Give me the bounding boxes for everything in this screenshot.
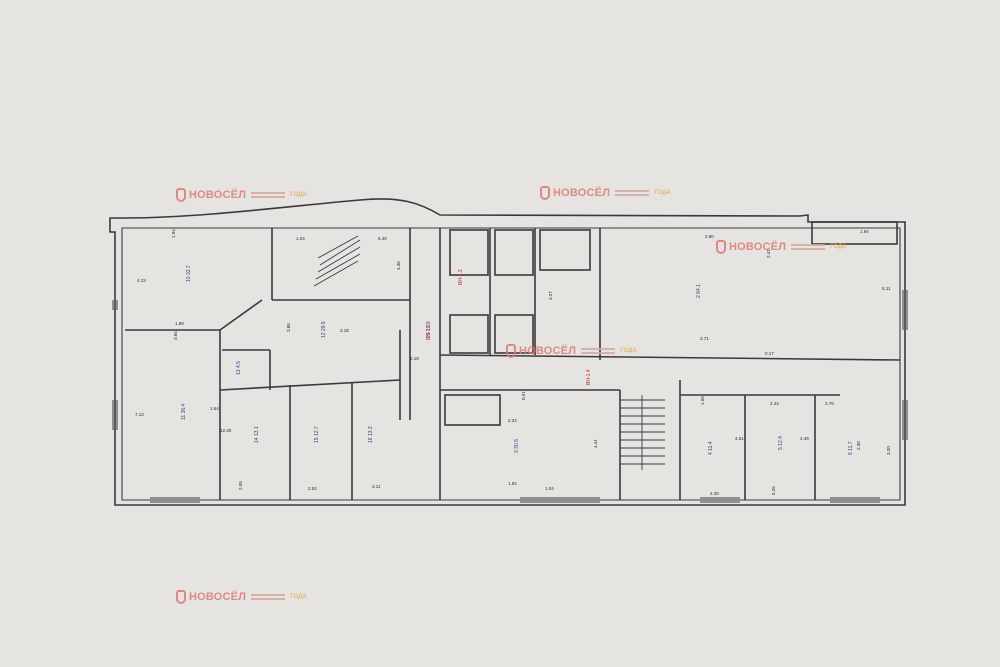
room-area-label: 3 30.5 [514,439,520,453]
dimension-label: 4.49 [800,436,809,441]
room-area-label: 11 36.4 [181,403,187,420]
room-area-label: 25 15.9 [426,321,432,338]
house-logo-icon [176,188,186,202]
dimension-label: 4.36 [396,261,401,270]
dimension-label: 4.41 [593,439,598,448]
watermark-tagline [791,243,826,251]
dimension-label: 2.40 [710,491,719,496]
watermark-badge: ГОДА [290,594,307,600]
watermark-tagline [251,593,286,601]
room-area-label: 14 13.1 [254,426,260,443]
watermark-tagline [251,191,286,199]
dimension-label: 4.23 [137,278,146,283]
dimension-label: 3.11 [372,484,381,489]
dimension-label: 1.94 [860,229,869,234]
watermark-5: НОВОСЁЛ ГОДА [176,590,307,604]
house-logo-icon [506,344,516,358]
dimension-label: 2.38 [856,441,861,450]
watermark-badge: ГОДА [620,348,637,354]
dimension-label: 2.34 [508,418,517,423]
dimension-label: 3.27 [548,291,553,300]
watermark-badge: ГОДА [654,190,671,196]
dimension-label: 3.18 [340,328,349,333]
dimension-label: 1.94 [508,481,517,486]
watermark-brand: НОВОСЁЛ [519,345,577,357]
dimension-label: 3.71 [700,336,709,341]
room-area-label: 4 11.4 [708,441,714,455]
room-area-label: 12 29.9 [321,321,327,338]
dimension-label: 2.09 [238,481,243,490]
dimension-label: 2.41 [766,249,771,258]
dimension-label: 2.76 [825,401,834,406]
room-area-label: 5 12.4 [778,436,784,450]
dimension-label: 12.40 [220,428,232,433]
watermark-1: НОВОСЁЛ ГОДА [176,188,307,202]
watermark-3: НОВОСЁЛ ГОДА [716,240,847,254]
dimension-label: 1.89 [175,321,184,326]
watermark-badge: ГОДА [830,244,847,250]
dimension-label: 3.20 [886,446,891,455]
room-area-label: 6 11.7 [848,441,854,455]
dimension-marks: 1.94 4.23 1.89 3.84 7.13 1.64 2.09 2.53 3.11 3.86… [135,229,891,496]
watermark-brand: НОВОСЁЛ [553,187,611,199]
dimension-label: 5.11 [882,286,891,291]
dimension-label: 4.51 [735,436,744,441]
dimension-label: 1.04 [296,236,305,241]
dimension-label: 1.64 [210,406,219,411]
room-area-label: 15 12.7 [314,426,320,443]
stair-label: ВН-1.3 [458,269,464,285]
house-logo-icon [540,186,550,200]
dimension-label: 0.17 [765,351,774,356]
dimension-label: 2.44 [770,401,779,406]
dimension-label: 5.18 [410,356,419,361]
dimension-label: 5.26 [771,486,776,495]
windows [112,290,908,503]
room-area-label: 13 4.5 [236,361,242,375]
dimension-label: 3.86 [286,323,291,332]
house-logo-icon [176,590,186,604]
watermark-brand: НОВОСЁЛ [189,189,247,201]
room-area-label: 10 33.7 [186,265,192,282]
dimension-label: 2.53 [308,486,317,491]
house-logo-icon [716,240,726,254]
watermark-brand: НОВОСЁЛ [189,591,247,603]
watermark-tagline [581,347,616,355]
watermark-4: НОВОСЁЛ ГОДА [506,344,637,358]
dimension-label: 7.13 [135,412,144,417]
watermark-tagline [615,189,650,197]
dimension-label: 0.91 [521,391,526,400]
watermark-badge: ГОДА [290,192,307,198]
dimension-label: 1.94 [171,229,176,238]
watermark-brand: НОВОСЁЛ [729,241,787,253]
dimension-label: 3.84 [173,331,178,340]
dimension-label: 1.04 [545,486,554,491]
watermark-2: НОВОСЁЛ ГОДА [540,186,671,200]
stair-label: ВН-1.4 [586,369,592,385]
dimension-label: 1.96 [700,396,705,405]
room-area-label: 16 13.3 [368,426,374,443]
stair-labels: ВН-1.3ВН-1.2ВН-1.4 [426,269,592,385]
stairs [313,235,665,470]
dimension-label: 2.90 [705,234,714,239]
stair-label: ВН-1.2 [426,324,432,340]
dimension-label: 6.40 [378,236,387,241]
room-area-label: 2 84.1 [696,284,702,298]
room-area-labels: 10 33.7 11 36.4 12 29.9 13 4.5 14 13.1 15 12.… [181,265,854,455]
